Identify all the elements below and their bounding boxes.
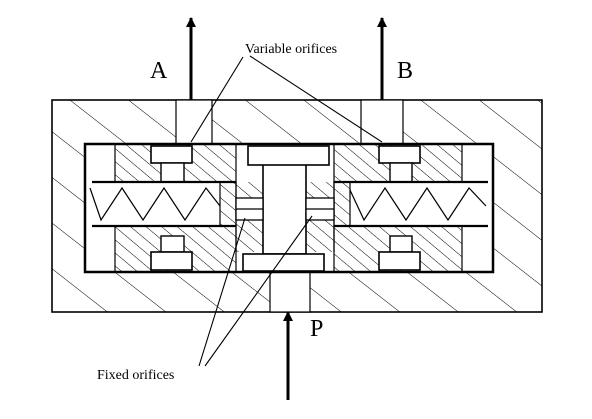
fixed-orifice-right <box>305 197 335 221</box>
left-spool <box>92 143 237 273</box>
fixed-orifice-left <box>235 197 264 221</box>
right-spool <box>333 143 488 273</box>
right-spring <box>349 186 487 222</box>
variable-orifices-label: Variable orifices <box>245 42 338 57</box>
port-p-label: P <box>310 316 324 342</box>
fixed-orifices-label: Fixed orifices <box>97 368 175 383</box>
port-p-passage <box>269 269 311 313</box>
left-spring <box>89 186 221 222</box>
port-a-label: A <box>150 58 168 84</box>
port-b-label: B <box>397 58 414 84</box>
fixed-orifice-leaders <box>198 215 313 367</box>
variable-orifice-leaders <box>190 55 383 143</box>
port-b-passage <box>360 99 404 145</box>
